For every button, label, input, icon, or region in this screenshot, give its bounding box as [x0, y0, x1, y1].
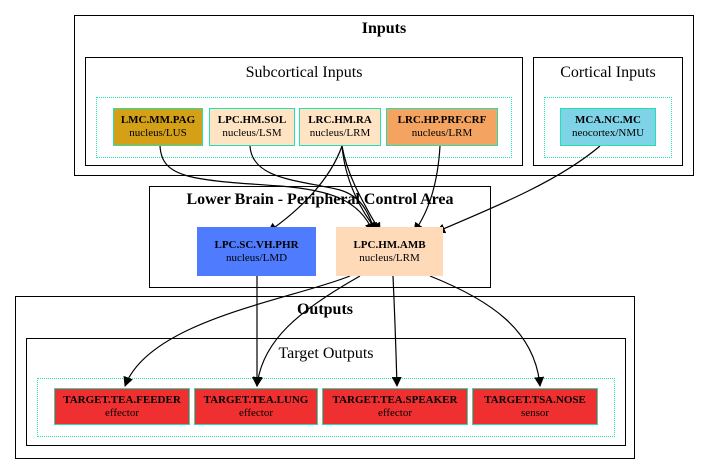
node-target-tea-speaker[interactable]: TARGET.TEA.SPEAKER effector — [322, 388, 468, 425]
node-title: MCA.NC.MC — [575, 114, 641, 126]
lower-brain-title: Lower Brain - Peripheral Control Area — [186, 191, 454, 208]
node-subtitle: nucleus/LRM — [359, 251, 420, 264]
node-title: LPC.HM.SOL — [217, 114, 287, 126]
node-title: LPC.SC.VH.PHR — [214, 238, 299, 251]
node-subtitle: nucleus/LSM — [222, 127, 282, 139]
cortical-group — [544, 97, 672, 158]
target-outputs-title: Target Outputs — [278, 345, 374, 362]
node-subtitle: nucleus/LUS — [129, 127, 187, 139]
node-title: LRC.HP.PRF.CRF — [397, 114, 487, 126]
node-lpc-sc-vh-phr[interactable]: LPC.SC.VH.PHR nucleus/LMD — [197, 227, 316, 276]
node-subtitle: nucleus/LMD — [225, 251, 288, 264]
node-target-tsa-nose[interactable]: TARGET.TSA.NOSE sensor — [472, 388, 598, 425]
node-subtitle: effector — [378, 406, 412, 419]
inputs-cluster-title: Inputs — [361, 20, 407, 37]
node-title: TARGET.TEA.LUNG — [203, 393, 309, 406]
node-subtitle: effector — [105, 406, 139, 419]
node-lpc-hm-sol[interactable]: LPC.HM.SOL nucleus/LSM — [209, 108, 295, 146]
node-title: TARGET.TEA.SPEAKER — [332, 393, 458, 406]
node-title: TARGET.TEA.FEEDER — [63, 393, 181, 406]
node-title: LPC.HM.AMB — [353, 238, 426, 251]
node-lrc-hp-prf-crf[interactable]: LRC.HP.PRF.CRF nucleus/LRM — [386, 108, 498, 146]
cortical-inputs-title: Cortical Inputs — [560, 64, 656, 81]
node-subtitle: effector — [239, 406, 273, 419]
node-subtitle: nucleus/LRM — [411, 127, 473, 139]
inputs-cluster: Inputs — [74, 15, 694, 176]
node-mca-nc-mc[interactable]: MCA.NC.MC neocortex/NMU — [560, 108, 656, 146]
node-subtitle: neocortex/NMU — [571, 127, 645, 139]
node-target-tea-feeder[interactable]: TARGET.TEA.FEEDER effector — [54, 388, 190, 425]
subcortical-inputs-title: Subcortical Inputs — [245, 64, 363, 81]
node-title: LRC.HM.RA — [308, 114, 372, 126]
node-title: LMC.MM.PAG — [120, 114, 196, 126]
node-title: TARGET.TSA.NOSE — [484, 393, 586, 406]
outputs-title: Outputs — [296, 301, 354, 318]
node-subtitle: nucleus/LRM — [309, 127, 371, 139]
node-subtitle: sensor — [520, 406, 550, 419]
node-lmc-mm-pag[interactable]: LMC.MM.PAG nucleus/LUS — [113, 108, 203, 146]
node-lrc-hm-ra[interactable]: LRC.HM.RA nucleus/LRM — [299, 108, 381, 146]
cortical-inputs-cluster: Cortical Inputs — [533, 57, 683, 166]
node-target-tea-lung[interactable]: TARGET.TEA.LUNG effector — [194, 388, 318, 425]
node-lpc-hm-amb[interactable]: LPC.HM.AMB nucleus/LRM — [336, 227, 443, 276]
